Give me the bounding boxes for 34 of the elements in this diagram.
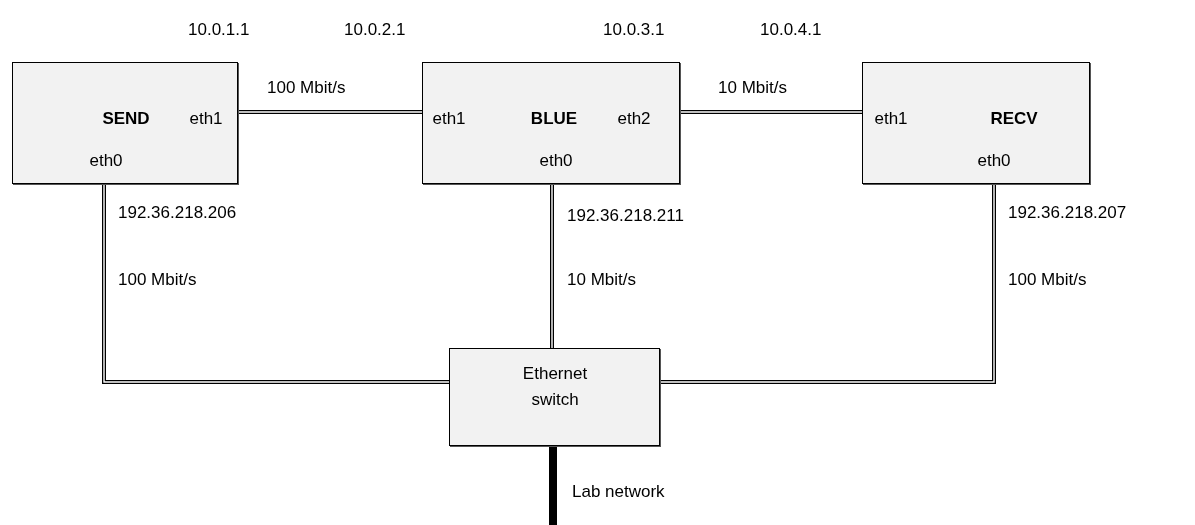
interface-label: eth1 (874, 109, 908, 129)
interface-label: eth1 (432, 109, 466, 129)
ip-address: 10.0.1.1 (188, 20, 250, 40)
edge-label: 100 Mbit/s (1008, 270, 1087, 290)
node-box (422, 62, 680, 184)
network-link (680, 110, 862, 114)
ip-address: 192.36.218.207 (1008, 203, 1127, 223)
interface-label: eth1 (189, 109, 223, 129)
network-link (660, 184, 996, 384)
interface-label: eth2 (617, 109, 651, 129)
network-link (550, 184, 554, 348)
node-box (12, 62, 238, 184)
node-box (449, 348, 660, 446)
host-name: SEND (102, 109, 150, 129)
edge-label: 10 Mbit/s (718, 78, 787, 98)
ip-address: 192.36.218.211 (567, 206, 684, 226)
ip-address: 10.0.4.1 (760, 20, 822, 40)
node-box (862, 62, 1090, 184)
interface-label: eth0 (977, 151, 1011, 171)
ip-address: 10.0.2.1 (344, 20, 406, 40)
edge-label: 100 Mbit/s (267, 78, 346, 98)
ip-address: 192.36.218.206 (118, 203, 237, 223)
host-name: BLUE (530, 109, 578, 129)
interface-label: eth0 (89, 151, 123, 171)
ip-address: 10.0.3.1 (603, 20, 665, 40)
edge-label: Lab network (572, 482, 665, 502)
network-link (549, 446, 557, 525)
edge-label: 100 Mbit/s (118, 270, 197, 290)
host-name: RECV (990, 109, 1038, 129)
network-link (102, 184, 449, 384)
node-label: Ethernet switch (521, 363, 589, 411)
interface-label: eth0 (539, 151, 573, 171)
edge-label: 10 Mbit/s (567, 270, 636, 290)
network-link (238, 110, 422, 114)
